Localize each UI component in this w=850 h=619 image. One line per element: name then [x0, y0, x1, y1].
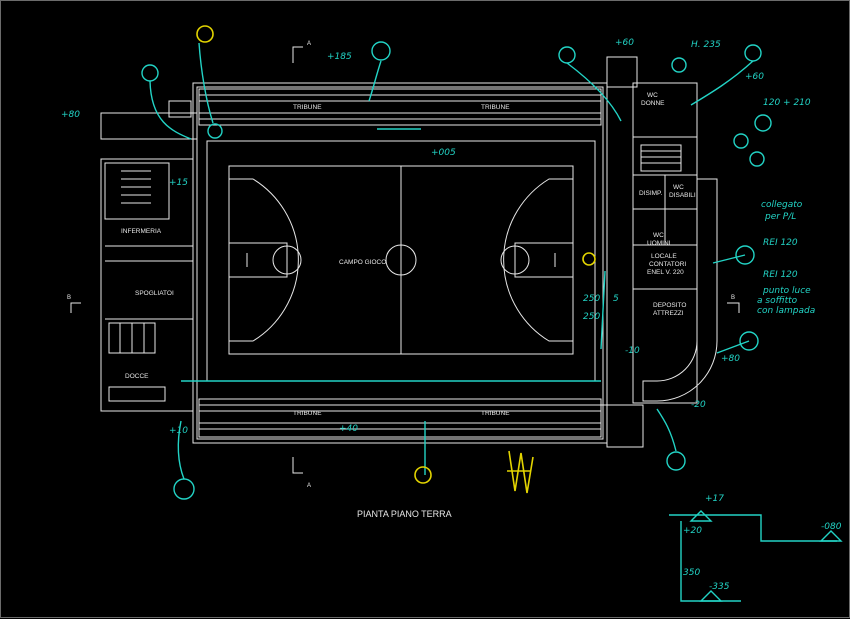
note-dim-350: 350 — [683, 568, 700, 578]
center-circle — [385, 244, 417, 276]
note-dim-5: 5 — [613, 294, 619, 304]
handwritten-markup — [141, 41, 843, 602]
note-plus-20: +20 — [683, 526, 702, 536]
label-infirmary: INFERMERIA — [121, 228, 162, 235]
section-b-right-label: B — [731, 295, 735, 301]
note-dim-120-210: 120 + 210 — [763, 98, 811, 108]
note-punto-luce-3: con lampada — [757, 306, 815, 316]
label-meter-3: ENEL V. 220 — [647, 269, 684, 276]
label-wc-men-1: WC — [653, 232, 664, 239]
note-plus-60: +60 — [615, 38, 634, 48]
label-meter-1: LOCALE — [651, 253, 677, 260]
section-a-bottom-label: A — [307, 483, 311, 489]
left-annex — [100, 158, 194, 412]
note-dim-250b: 250 — [583, 312, 600, 322]
note-plus-10: +10 — [169, 426, 188, 436]
label-wc-men-2: UOMINI — [647, 240, 671, 247]
note-plus-40: +40 — [339, 424, 358, 434]
note-plus-185: +185 — [327, 52, 352, 62]
label-wc-disabled-2: DISABILI — [669, 192, 696, 199]
label-storage-1: DEPOSITO — [653, 302, 686, 309]
note-rei-120-a: REI 120 — [763, 238, 798, 248]
note-dim-250: 250 — [583, 294, 600, 304]
label-wc-women-1: WC — [647, 92, 658, 99]
label-meter-2: CONTATORI — [649, 261, 686, 268]
label-locker: SPOGLIATOI — [135, 290, 174, 297]
label-court: CAMPO GIOCO — [339, 259, 386, 266]
note-plus-17: +17 — [705, 494, 724, 504]
label-tribune-top-right: TRIBUNE — [481, 104, 510, 111]
label-wc-disabled-1: WC — [673, 184, 684, 191]
sketch-section-line — [669, 514, 837, 542]
tribune-top — [198, 88, 602, 126]
label-showers: DOCCE — [125, 373, 149, 380]
outer-wall — [192, 82, 608, 444]
note-plus-80: +80 — [61, 110, 80, 120]
note-per-pl: per P/L — [764, 212, 796, 222]
label-storage-2: ATTREZZI — [653, 310, 684, 317]
note-h-235: H. 235 — [691, 40, 721, 50]
label-tribune-top-left: TRIBUNE — [293, 104, 322, 111]
note-neg-080: -080 — [821, 522, 842, 532]
note-plus-60-right: +60 — [745, 72, 764, 82]
note-punto-luce-2: a soffitto — [757, 296, 798, 306]
section-a-top-label: A — [307, 41, 311, 47]
section-b-left-marker — [70, 302, 81, 313]
building-outline — [100, 56, 718, 448]
note-collegato: collegato — [761, 200, 803, 210]
note-punto-luce-1: punto luce — [762, 286, 811, 296]
note-plus-005: +005 — [431, 148, 456, 158]
label-dressing: DISIMP. — [639, 190, 663, 197]
note-minus-335: -335 — [709, 582, 730, 592]
label-wc-women-2: DONNE — [641, 100, 665, 107]
label-tribune-bottom-left: TRIBUNE — [293, 410, 322, 417]
label-tribune-bottom-right: TRIBUNE — [481, 410, 510, 417]
yellow-highlights — [196, 25, 596, 494]
note-rei-120-b: REI 120 — [763, 270, 798, 280]
ramp — [642, 178, 718, 402]
section-a-bottom-marker — [292, 457, 303, 474]
note-plus-15: +15 — [169, 178, 188, 188]
note-minus-10: -10 — [625, 346, 640, 356]
section-a-top-marker — [292, 46, 303, 63]
note-minus-20: -20 — [691, 400, 706, 410]
note-plus-80-bottom: +80 — [721, 354, 740, 364]
tribune-bottom — [198, 398, 602, 438]
section-b-left-label: B — [67, 295, 71, 301]
drawing-title: PIANTA PIANO TERRA — [357, 509, 452, 519]
section-b-right-marker — [727, 302, 740, 313]
